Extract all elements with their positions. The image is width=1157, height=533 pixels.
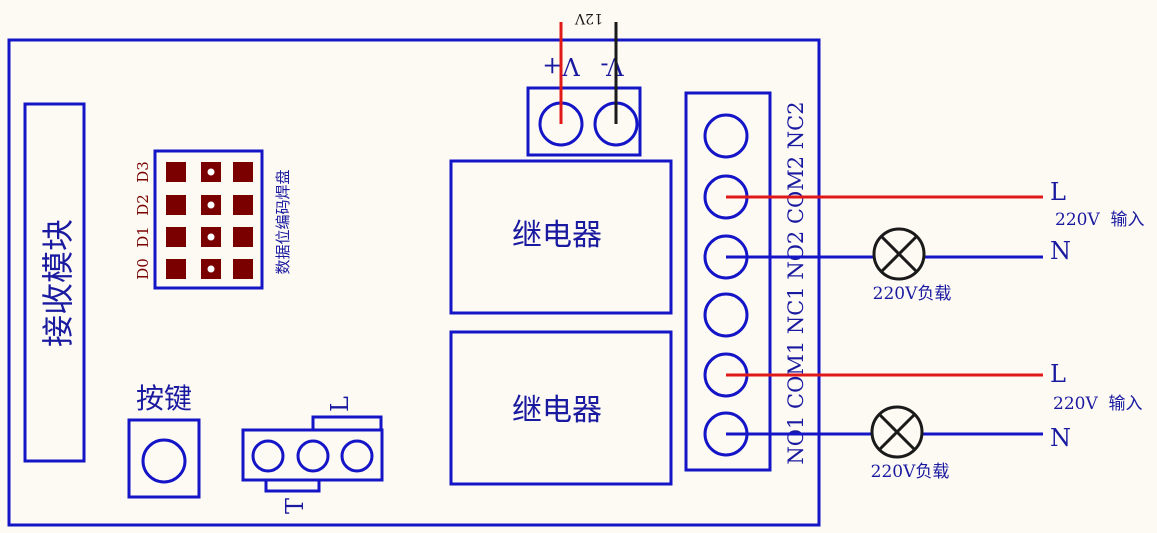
switch-label-top: L <box>326 396 354 412</box>
bit-label-d2: D2 <box>134 194 152 216</box>
relay-1-label: 继电器 <box>512 218 602 253</box>
switch-label-bottom: T <box>281 498 309 514</box>
line-label-lower: L <box>1050 360 1066 388</box>
button-label: 按键 <box>136 382 192 415</box>
power-terminal-body <box>526 86 642 157</box>
button-cap <box>141 438 187 484</box>
pad-caption: 数据位编码焊盘 <box>274 169 292 274</box>
data-coding-pads: D0 D1 D2 D3 数据位编码焊盘 <box>134 149 292 290</box>
switch-pin <box>251 439 285 473</box>
load-label-lower: 220V负载 <box>871 462 950 482</box>
line-label-upper: L <box>1050 178 1066 206</box>
pad <box>166 162 186 182</box>
bit-label-d0: D0 <box>134 258 152 280</box>
load-label-upper: 220V负载 <box>873 284 952 304</box>
receiver-module-label: 接收模块 <box>39 219 77 347</box>
push-button: 按键 <box>127 382 201 499</box>
lamp-icon <box>872 227 926 281</box>
power-minus-label: V- <box>600 52 624 80</box>
pad-block <box>153 149 264 290</box>
neutral-label-lower: N <box>1050 424 1071 452</box>
pad <box>166 195 186 215</box>
board-outline <box>7 38 821 527</box>
terminal-labels: NO1 COM1 NC1 NO2 COM2 NC2 <box>784 101 808 464</box>
pad <box>233 195 253 215</box>
button-body <box>127 418 201 499</box>
receiver-module: 接收模块 <box>23 102 86 463</box>
circuit-upper: 220V负载 L 220V 输入 N <box>726 178 1145 304</box>
relay-2: 继电器 <box>449 330 673 486</box>
terminal-nc1 <box>703 292 749 338</box>
relay-2-label: 继电器 <box>512 393 602 428</box>
bit-label-d3: D3 <box>134 161 152 183</box>
switch-tab-top <box>311 415 383 432</box>
pad <box>233 162 253 182</box>
lamp-icon <box>870 405 924 459</box>
output-terminal-block: NO1 COM1 NC1 NO2 COM2 NC2 <box>684 91 808 472</box>
input-label-lower: 220V 输入 <box>1053 394 1143 414</box>
pad <box>233 227 253 247</box>
power-voltage-label: 12V <box>574 10 603 26</box>
relay-2-body <box>449 330 673 486</box>
relay-1-body <box>449 159 673 315</box>
pad-hole <box>207 265 215 273</box>
pad-grid <box>166 162 253 279</box>
pad-hole <box>207 233 215 241</box>
neutral-label-upper: N <box>1050 237 1071 265</box>
receiver-module-box <box>23 102 86 463</box>
relay-1: 继电器 <box>449 159 673 315</box>
mode-switch: L T <box>241 396 384 514</box>
switch-pin <box>340 439 374 473</box>
pad-hole <box>207 201 215 209</box>
power-terminal: V+ V- 12V <box>526 10 642 157</box>
circuit-lower: 220V负载 L 220V 输入 N <box>726 360 1143 482</box>
pad <box>166 227 186 247</box>
pad-hole <box>207 168 215 176</box>
output-terminal-body <box>684 91 772 472</box>
input-label-upper: 220V 输入 <box>1055 210 1145 230</box>
switch-body <box>241 428 384 482</box>
bit-label-d1: D1 <box>134 226 152 248</box>
pad <box>166 259 186 279</box>
switch-pin <box>296 439 330 473</box>
terminal-nc2 <box>703 113 749 159</box>
pad <box>233 259 253 279</box>
